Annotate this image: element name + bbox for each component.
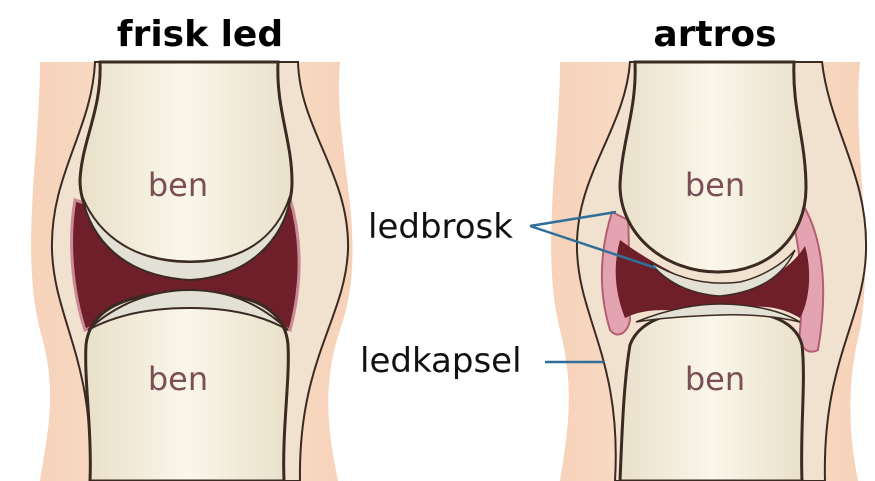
arthrosis-upper-bone-label: ben [685,166,745,204]
capsule-callout-label: ledkapsel [360,341,522,381]
healthy-upper-bone-label: ben [148,166,208,204]
healthy-joint [31,62,352,481]
title-healthy: frisk led [117,14,283,55]
title-arthrosis: artros [653,14,776,55]
healthy-upper-bone [80,62,292,262]
cartilage-callout-label: ledbrosk [368,207,513,247]
arthrosis-joint [551,62,866,481]
arthrosis-lower-bone-label: ben [685,360,745,398]
healthy-lower-bone-label: ben [148,360,208,398]
